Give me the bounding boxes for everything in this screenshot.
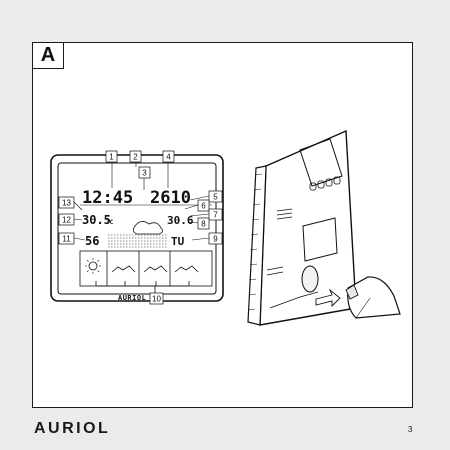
callout-11: 11	[62, 235, 71, 244]
stand-socket	[301, 265, 319, 293]
button-icon	[325, 178, 333, 187]
device-brand-logo: AURIOL	[118, 294, 146, 302]
time-display: 12:45	[82, 188, 133, 208]
cloud-icon	[133, 221, 163, 235]
callout-10: 10	[152, 295, 161, 304]
stand-piece	[347, 276, 401, 319]
callout-6: 6	[201, 202, 206, 211]
callout-1: 1	[109, 153, 114, 162]
weekday-display: TU	[171, 235, 185, 248]
mountain-icon	[111, 265, 136, 273]
footer-brand-logo: AURIOL	[34, 420, 111, 437]
callout-12: 12	[62, 216, 71, 225]
indoor-temperature-unit: °C	[106, 219, 114, 226]
callout-4: 4	[166, 153, 171, 162]
callout-7: 7	[213, 211, 218, 220]
station-back-view	[247, 129, 401, 326]
callout-3: 3	[142, 169, 147, 178]
section-label: A	[32, 42, 64, 69]
indoor-humidity: 56	[85, 234, 99, 248]
mountain-icon	[174, 265, 199, 273]
callout-8: 8	[201, 220, 206, 229]
battery-compartment	[302, 217, 338, 262]
callout-13: 13	[62, 199, 71, 208]
station-front-view	[50, 154, 224, 302]
page-number: 3	[408, 425, 413, 434]
callout-9: 9	[213, 235, 218, 244]
indoor-temperature: 30.5	[82, 213, 111, 227]
callout-5: 5	[213, 193, 218, 202]
button-icon	[309, 182, 317, 191]
callout-2: 2	[133, 153, 138, 162]
outdoor-temperature: 30.6	[167, 214, 194, 227]
sun-icon	[88, 261, 98, 271]
button-icon	[317, 180, 325, 189]
button-icon	[333, 176, 341, 185]
weather-bar-graph	[108, 234, 168, 248]
date-display: 2610	[150, 188, 191, 208]
mountain-icon	[143, 265, 168, 273]
top-buttons-housing	[299, 138, 343, 187]
insert-arrow-icon	[315, 288, 341, 308]
